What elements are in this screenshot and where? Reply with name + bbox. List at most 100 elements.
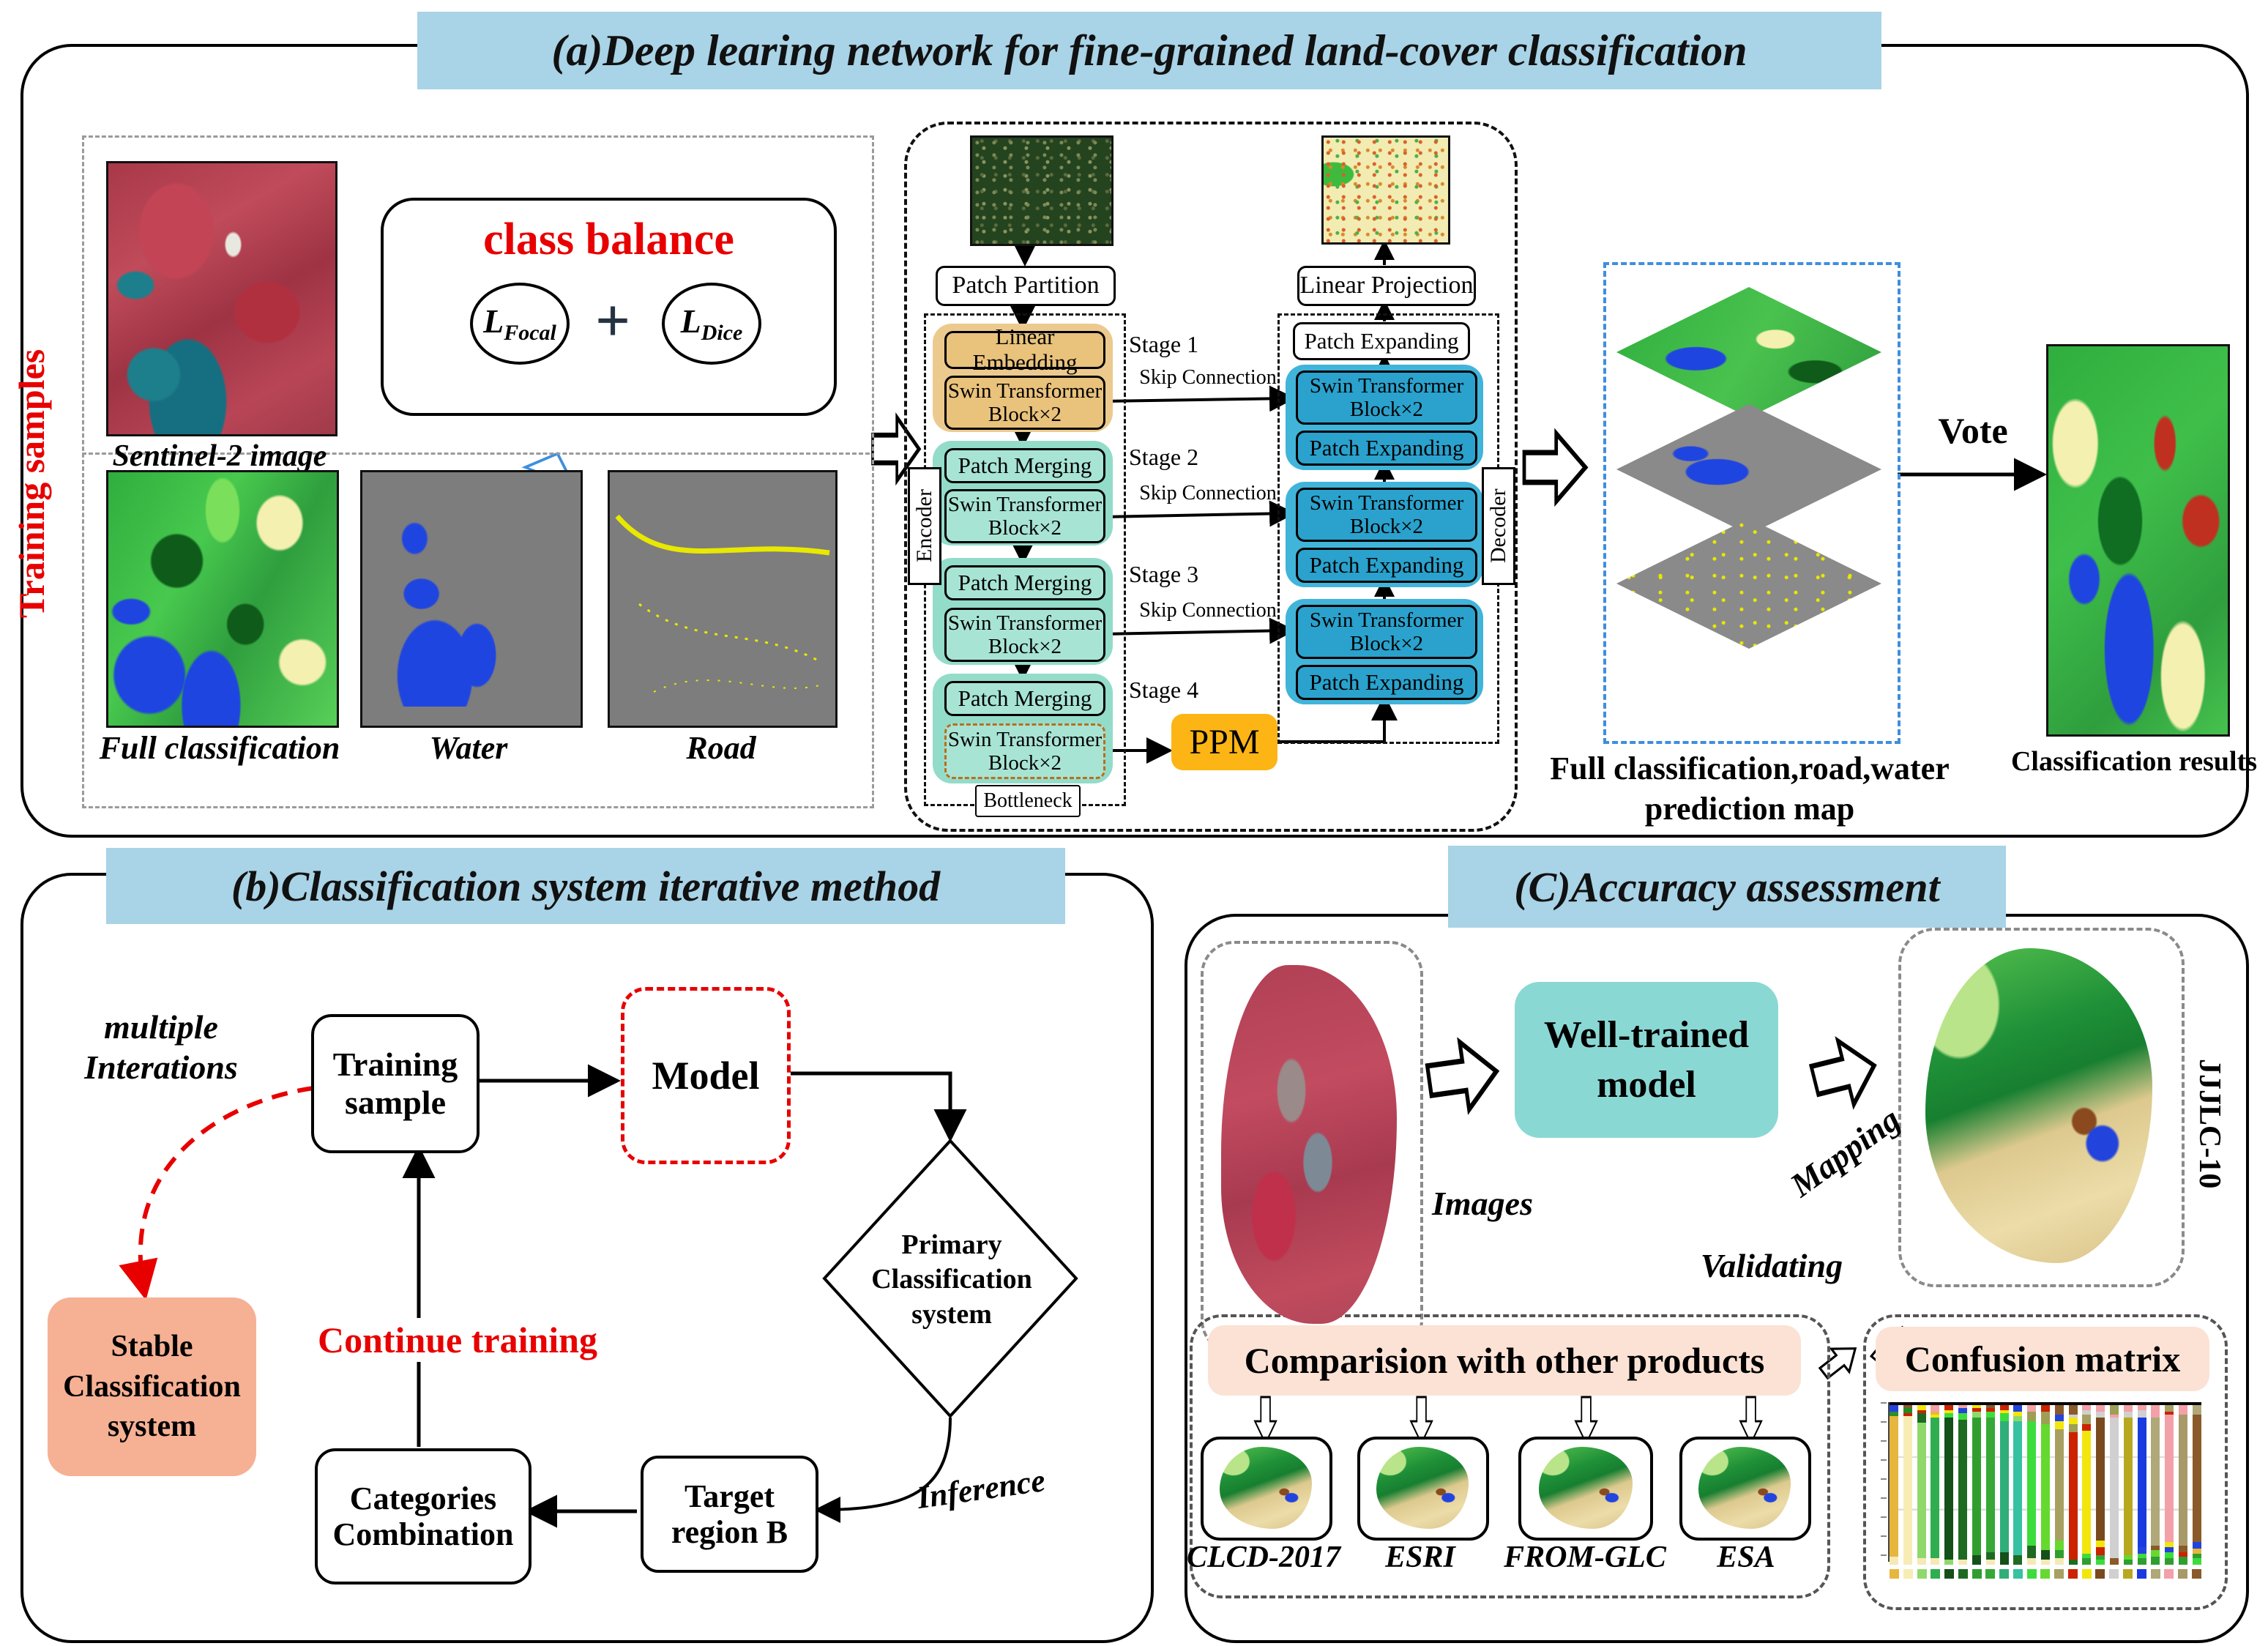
confusion-segment	[1890, 1411, 1898, 1417]
product-box-esa	[1679, 1437, 1811, 1541]
confusion-segment	[2054, 1429, 2064, 1541]
decoder-label: Decoder	[1482, 467, 1515, 585]
confusion-segment	[2096, 1405, 2105, 1412]
iteration-red-dashed-arrow	[119, 1086, 314, 1300]
confusion-segment	[2151, 1405, 2160, 1418]
comparison-title-bar: Comparision with other products	[1208, 1325, 1801, 1396]
confusion-segment	[1917, 1422, 1926, 1559]
confusion-bar	[1931, 1405, 1940, 1565]
stage2-group: Patch Merging Swin Transformer Block×2	[933, 441, 1113, 545]
confusion-segment	[2110, 1415, 2119, 1418]
plus-icon: +	[595, 286, 630, 355]
y-tick	[1881, 1440, 1887, 1442]
confusion-segment	[2082, 1553, 2092, 1559]
confusion-bar	[2096, 1405, 2105, 1565]
confusion-bar	[1972, 1405, 1981, 1565]
confusion-segment	[2082, 1405, 2092, 1410]
continue-training-label: Continue training	[296, 1318, 619, 1362]
legend-swatch	[2026, 1569, 2037, 1579]
patch-merging-node-2: Patch Merging	[944, 448, 1105, 483]
confusion-segment	[1985, 1552, 1995, 1560]
confusion-segment	[2096, 1411, 2105, 1418]
legend-swatch	[1917, 1569, 1927, 1579]
confusion-dashed-box	[1863, 1314, 2228, 1610]
model-node: Model	[621, 987, 791, 1164]
class-balance-title: class balance	[483, 214, 734, 264]
confusion-bar	[1917, 1405, 1926, 1565]
road-lines	[615, 514, 830, 693]
confusion-segment	[1931, 1415, 1940, 1418]
water-label: Water	[429, 729, 508, 766]
confusion-segment	[1972, 1408, 1981, 1412]
bottleneck-label: Bottleneck	[975, 785, 1081, 817]
confusion-bar	[1985, 1405, 1995, 1565]
categories-combination-node: Categories Combination	[315, 1448, 531, 1584]
confusion-bar	[2054, 1405, 2064, 1565]
focal-loss-text: LFocal	[483, 302, 556, 346]
confusion-segment	[1999, 1405, 2009, 1410]
confusion-segment	[1903, 1408, 1912, 1413]
confusion-segment	[2054, 1415, 2064, 1421]
confusion-segment	[2040, 1550, 2050, 1560]
classification-results-label: Classification results	[2010, 746, 2258, 777]
confusion-segment	[2068, 1432, 2078, 1560]
stage1-label: Stage 1	[1129, 331, 1199, 357]
decoder-group-3: Swin Transformer Block×2 Patch Expanding	[1286, 599, 1483, 704]
panel-c-title-text: (C)Accuracy assessment	[1514, 863, 1940, 911]
confusion-segment	[1917, 1405, 1926, 1410]
skip-connection-label-2: Skip Connection	[1139, 482, 1277, 504]
fromglc-map	[1539, 1447, 1633, 1529]
legend-swatch	[2178, 1569, 2188, 1579]
primary-diamond-shape	[822, 1139, 1078, 1418]
confusion-bar	[2123, 1405, 2133, 1565]
panel-b-title-text: (b)Classification system iterative metho…	[231, 862, 941, 910]
decoder-group-1: Swin Transformer Block×2 Patch Expanding	[1286, 365, 1483, 470]
classification-results-image	[2046, 344, 2230, 737]
swin-block-node-dec3: Swin Transformer Block×2	[1296, 605, 1477, 659]
confusion-bar	[1890, 1405, 1898, 1565]
confusion-segment	[2151, 1550, 2160, 1557]
legend-swatch	[2095, 1569, 2105, 1579]
y-tick	[1881, 1478, 1887, 1480]
comparison-title-text: Comparision with other products	[1244, 1340, 1765, 1381]
jjjlc-map	[1925, 948, 2152, 1263]
confusion-segment	[2123, 1411, 2133, 1418]
legend-swatch	[1999, 1569, 2010, 1579]
confusion-segment	[2068, 1560, 2078, 1565]
full-classification-image	[106, 470, 339, 728]
confusion-segment	[2110, 1405, 2119, 1415]
stage3-group: Patch Merging Swin Transformer Block×2	[933, 558, 1113, 665]
swin-block-node-dec2: Swin Transformer Block×2	[1296, 488, 1477, 542]
legend-swatch	[1985, 1569, 1996, 1579]
fromglc-label: FROM-GLC	[1504, 1541, 1666, 1574]
confusion-segment	[1985, 1411, 1995, 1418]
confusion-segment	[2054, 1541, 2064, 1551]
patch-expanding-node-3: Patch Expanding	[1296, 665, 1477, 700]
confusion-segment	[2040, 1424, 2050, 1551]
jjjlc-dashed-box	[1898, 928, 2185, 1287]
confusion-segment	[2040, 1405, 2050, 1412]
jjjlc-label: JJJLC-10	[2193, 1059, 2226, 1189]
confusion-segment	[2137, 1418, 2146, 1547]
confusion-segment	[1958, 1405, 1968, 1409]
confusion-segment	[2151, 1418, 2160, 1546]
confusion-segment	[2013, 1554, 2023, 1565]
confusion-segment	[2165, 1405, 2174, 1412]
linear-embedding-node: Linear Embedding	[944, 324, 1105, 375]
confusion-segment	[2192, 1405, 2201, 1415]
confusion-segment	[1972, 1554, 1981, 1565]
target-region-node: Target region B	[641, 1456, 818, 1573]
sentinel2-label: Sentinel-2 image	[112, 439, 327, 473]
confusion-bar	[2179, 1405, 2188, 1565]
legend-swatch	[1890, 1569, 1899, 1579]
confusion-bar	[1999, 1405, 2009, 1565]
legend-swatch	[2136, 1569, 2146, 1579]
swin-block-node-dec1: Swin Transformer Block×2	[1296, 370, 1477, 425]
confusion-segment	[1903, 1416, 1912, 1565]
confusion-segment	[2054, 1550, 2064, 1559]
confusion-segment	[2054, 1558, 2064, 1565]
clcd-map	[1220, 1447, 1312, 1529]
y-tick	[1881, 1497, 1887, 1499]
y-tick	[1881, 1535, 1887, 1537]
